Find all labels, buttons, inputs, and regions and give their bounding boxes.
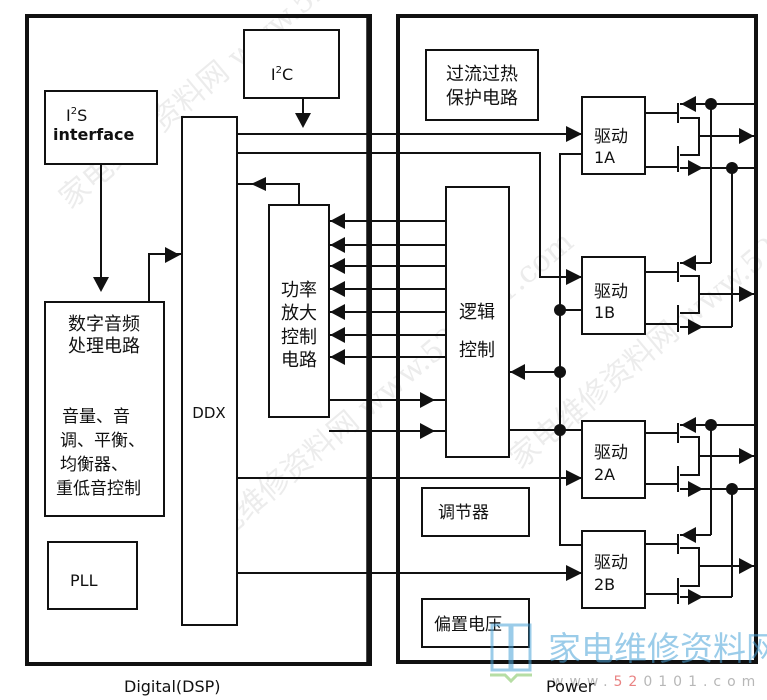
svg-text:PLL: PLL xyxy=(70,571,98,590)
svg-text:DDX: DDX xyxy=(192,404,225,422)
driver-2b-block: 驱动 2B xyxy=(581,530,646,609)
svg-text:I2S: I2S xyxy=(66,106,87,125)
svg-text:调、平衡、: 调、平衡、 xyxy=(60,431,145,451)
wires-logic-bus xyxy=(509,153,582,546)
svg-text:驱动: 驱动 xyxy=(594,127,628,147)
svg-text:家电维修资料网: 家电维修资料网 xyxy=(548,629,767,668)
book-icon xyxy=(490,623,532,684)
power-panel-label: Power xyxy=(546,677,595,696)
svg-text:调节器: 调节器 xyxy=(438,503,489,523)
i2c-block: I2C xyxy=(243,29,340,99)
svg-text:音量、音: 音量、音 xyxy=(62,407,130,427)
i2s-interface-block: I2S interface xyxy=(44,90,158,165)
site-logo-watermark: 家电维修资料网 www.520101.com xyxy=(490,623,767,690)
wires-digital xyxy=(93,98,311,302)
svg-text:均衡器、: 均衡器、 xyxy=(60,455,128,475)
svg-text:I2C: I2C xyxy=(271,65,293,84)
svg-text:数字音频: 数字音频 xyxy=(68,314,140,335)
output-stage-2 xyxy=(645,417,756,605)
wires-logic-to-pa-ctrl xyxy=(329,213,446,439)
overcurrent-protection-block: 过流过热 保护电路 xyxy=(425,49,539,121)
driver-1a-block: 驱动 1A xyxy=(581,96,646,175)
svg-text:功率: 功率 xyxy=(281,280,317,301)
driver-1b-block: 驱动 1B xyxy=(581,256,646,335)
svg-text:interface: interface xyxy=(53,125,135,144)
driver-2a-block: 驱动 2A xyxy=(581,420,646,499)
regulator-block: 调节器 xyxy=(421,487,530,537)
svg-text:驱动: 驱动 xyxy=(594,282,628,302)
logic-control-block: 逻辑 控制 xyxy=(445,186,510,458)
svg-text:偏置电压: 偏置电压 xyxy=(434,615,502,635)
svg-text:1B: 1B xyxy=(594,303,615,322)
svg-text:处理电路: 处理电路 xyxy=(68,336,140,357)
svg-text:www.520101.com: www.520101.com xyxy=(552,674,761,690)
svg-text:驱动: 驱动 xyxy=(594,443,628,463)
svg-text:逻辑: 逻辑 xyxy=(459,302,495,323)
svg-text:2A: 2A xyxy=(594,465,615,484)
digital-panel-label: Digital(DSP) xyxy=(124,677,221,696)
svg-text:保护电路: 保护电路 xyxy=(446,88,518,109)
svg-text:驱动: 驱动 xyxy=(594,553,628,573)
dsp-block: 数字音频 处理电路 音量、音 调、平衡、 均衡器、 重低音控制 xyxy=(44,301,165,517)
bias-voltage-block: 偏置电压 xyxy=(421,598,530,648)
svg-text:2B: 2B xyxy=(594,575,615,594)
output-stage-1 xyxy=(645,96,756,335)
svg-text:控制: 控制 xyxy=(281,327,317,348)
svg-text:电路: 电路 xyxy=(281,350,317,371)
svg-text:放大: 放大 xyxy=(281,303,317,324)
svg-text:控制: 控制 xyxy=(459,340,495,361)
svg-text:过流过热: 过流过热 xyxy=(446,64,518,85)
ddx-block: DDX xyxy=(181,116,238,626)
digital-panel xyxy=(25,14,372,666)
power-amp-control-block: 功率 放大 控制 电路 xyxy=(268,204,330,418)
svg-text:1A: 1A xyxy=(594,148,615,167)
svg-text:重低音控制: 重低音控制 xyxy=(56,479,141,499)
pll-block: PLL xyxy=(47,541,138,610)
